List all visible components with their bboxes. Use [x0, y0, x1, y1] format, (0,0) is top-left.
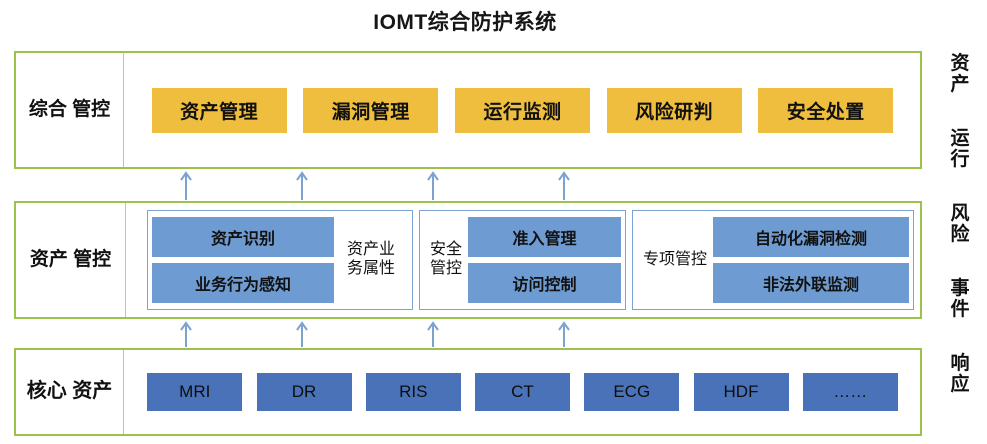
arrow-up-bottom-to-mid-1	[179, 320, 193, 347]
right-caption-word-asset: 资 产	[950, 52, 970, 95]
asset-box-dr[interactable]: DR	[256, 373, 352, 411]
control-group-security-control[interactable]: 安全 管控 准入管理 访问控制	[419, 210, 626, 310]
layer-core-assets: 核心 资产 MRI DR RIS CT ECG HDF ……	[14, 348, 922, 436]
control-box-business-behavior-awareness[interactable]: 业务行为感知	[152, 263, 334, 303]
operation-box-security-disposal[interactable]: 安全处置	[758, 87, 894, 133]
asset-box-more[interactable]: ……	[802, 373, 898, 411]
control-group-items-1: 资产识别 业务行为感知	[152, 215, 334, 305]
layer-label-asset-control: 资产 管控	[16, 203, 126, 317]
control-group-items-3: 自动化漏洞检测 非法外联监测	[713, 215, 909, 305]
control-group-items-2: 准入管理 访问控制	[468, 215, 621, 305]
layer-body-asset-control: 资产识别 业务行为感知 资产业 务属性 安全 管控 准入管理 访问控制 专项管控	[127, 203, 920, 317]
control-group-label-asset-business-attributes: 资产业 务属性	[346, 241, 395, 277]
operation-box-risk-assessment[interactable]: 风险研判	[606, 87, 742, 133]
control-box-asset-identification[interactable]: 资产识别	[152, 217, 334, 257]
right-caption-word-risk: 风 险	[950, 202, 970, 245]
asset-box-ct[interactable]: CT	[475, 373, 570, 411]
layer-comprehensive-control: 综合 管控 资产管理 漏洞管理 运行监测 风险研判 安全处置	[14, 51, 922, 169]
arrow-up-mid-to-top-2	[295, 170, 309, 200]
control-box-access-control[interactable]: 访问控制	[468, 263, 621, 303]
control-group-asset-business-attributes[interactable]: 资产识别 业务行为感知 资产业 务属性	[147, 210, 413, 310]
control-group-special-control[interactable]: 专项管控 自动化漏洞检测 非法外联监测	[632, 210, 914, 310]
control-box-automated-vulnerability-detection[interactable]: 自动化漏洞检测	[713, 217, 909, 257]
asset-box-ris[interactable]: RIS	[365, 373, 461, 411]
arrow-up-mid-to-top-1	[179, 170, 193, 200]
control-group-list: 资产识别 业务行为感知 资产业 务属性 安全 管控 准入管理 访问控制 专项管控	[147, 210, 914, 310]
layer-label-core-assets: 核心 资产	[16, 350, 124, 434]
layer-body-comprehensive-control: 资产管理 漏洞管理 运行监测 风险研判 安全处置	[125, 53, 920, 167]
layer-body-core-assets: MRI DR RIS CT ECG HDF ……	[125, 350, 920, 434]
right-caption-word-response: 响 应	[950, 352, 970, 396]
arrow-up-bottom-to-mid-3	[426, 320, 440, 347]
arrow-up-bottom-to-mid-2	[295, 320, 309, 347]
operation-box-vulnerability-management[interactable]: 漏洞管理	[303, 87, 439, 133]
page-title: IOMT综合防护系统	[373, 11, 557, 34]
asset-box-hdf[interactable]: HDF	[693, 373, 789, 411]
right-caption-word-event: 事 件	[950, 277, 970, 321]
right-caption: 资 产 运 行 风 险 事 件 响 应	[938, 20, 982, 428]
arrow-up-mid-to-top-4	[557, 170, 571, 200]
asset-box-mri[interactable]: MRI	[147, 373, 243, 411]
operation-box-operation-monitoring[interactable]: 运行监测	[454, 87, 590, 133]
right-caption-word-operation: 运 行	[950, 127, 970, 170]
layer-label-comprehensive-control: 综合 管控	[16, 53, 124, 167]
control-group-label-special-control: 专项管控	[643, 250, 708, 268]
asset-box-ecg[interactable]: ECG	[584, 373, 680, 411]
layer-asset-control: 资产 管控 资产识别 业务行为感知 资产业 务属性 安全 管控 准入管理 访问控…	[14, 201, 922, 319]
control-box-access-admission-management[interactable]: 准入管理	[468, 217, 621, 257]
operation-box-asset-management[interactable]: 资产管理	[151, 87, 287, 133]
control-group-label-security-control: 安全 管控	[430, 241, 463, 277]
arrow-up-mid-to-top-3	[426, 170, 440, 200]
control-box-illegal-external-connection-monitoring[interactable]: 非法外联监测	[713, 263, 909, 303]
arrow-up-bottom-to-mid-4	[557, 320, 571, 347]
